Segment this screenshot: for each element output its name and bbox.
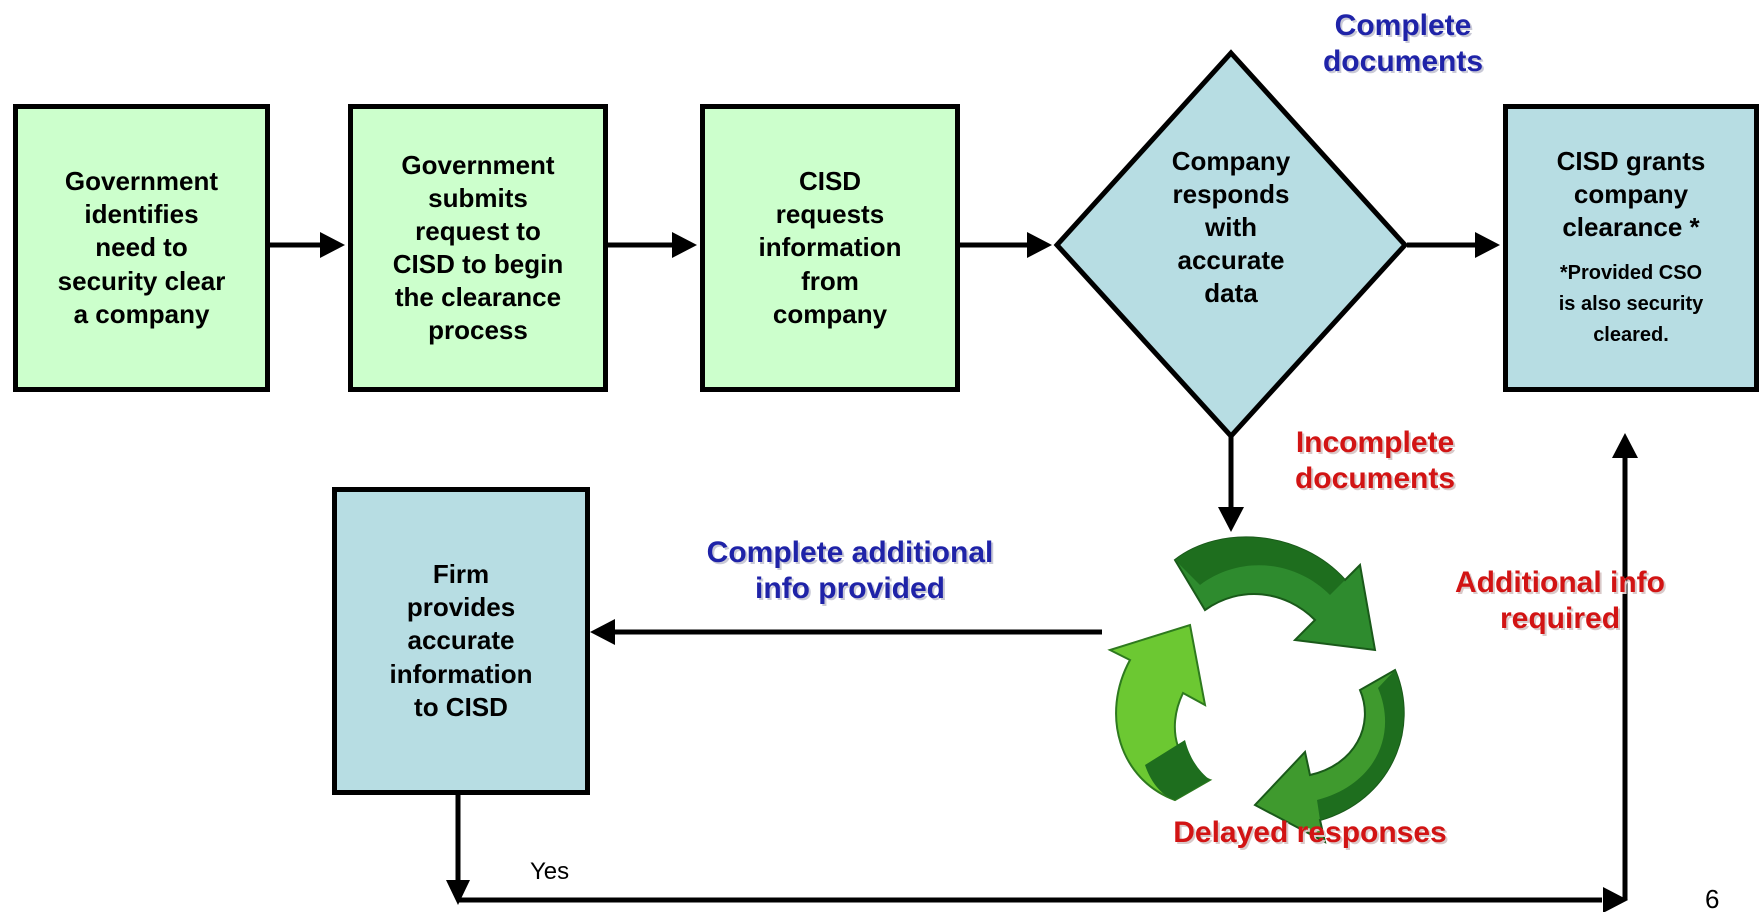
- gov-identifies-text: Government identifies need to security c…: [57, 166, 226, 329]
- complete-additional-label: Complete additional info provided: [706, 536, 994, 605]
- gov-identifies-box: Government identifies need to security c…: [13, 104, 270, 392]
- gov-submits-box: Government submits request to CISD to be…: [348, 104, 608, 392]
- delayed-responses-label: Delayed responses: [1173, 816, 1447, 849]
- additional-info-label: Additional info required: [1455, 566, 1665, 635]
- complete-documents-label: Complete documents: [1322, 9, 1484, 78]
- arrow-recycle-to-firm: [590, 619, 1102, 645]
- company-responds-text: Company responds with accurate data: [1171, 146, 1291, 309]
- arrow-gov-identifies-to-submits: [270, 232, 345, 258]
- incomplete-documents-label: Incomplete documents: [1294, 426, 1456, 495]
- cisd-requests-text: CISD requests information from company: [758, 166, 902, 329]
- arrow-diamond-to-recycle: [1218, 436, 1244, 532]
- cisd-grants-main-text: CISD grants company clearance *: [1556, 145, 1706, 242]
- cisd-grants-note-text: *Provided CSO is also security cleared.: [1558, 262, 1704, 347]
- page-number: 6: [1705, 884, 1720, 914]
- yes-label: Yes: [530, 858, 570, 885]
- cisd-requests-box: CISD requests information from company: [700, 104, 960, 392]
- gov-submits-text: Government submits request to CISD to be…: [392, 149, 564, 346]
- cisd-grants-box: CISD grants company clearance * *Provide…: [1503, 104, 1759, 392]
- arrow-gov-submits-to-cisd-requests: [607, 232, 697, 258]
- arrow-firm-to-cisd-grants: [446, 433, 1638, 912]
- arrow-company-responds-to-cisd-grants: [1407, 232, 1500, 258]
- recycle-arrows-icon: [1107, 536, 1405, 844]
- firm-provides-box: Firm provides accurate information to CI…: [332, 487, 590, 795]
- firm-provides-text: Firm provides accurate information to CI…: [389, 559, 533, 722]
- arrow-cisd-requests-to-company-responds: [960, 232, 1052, 258]
